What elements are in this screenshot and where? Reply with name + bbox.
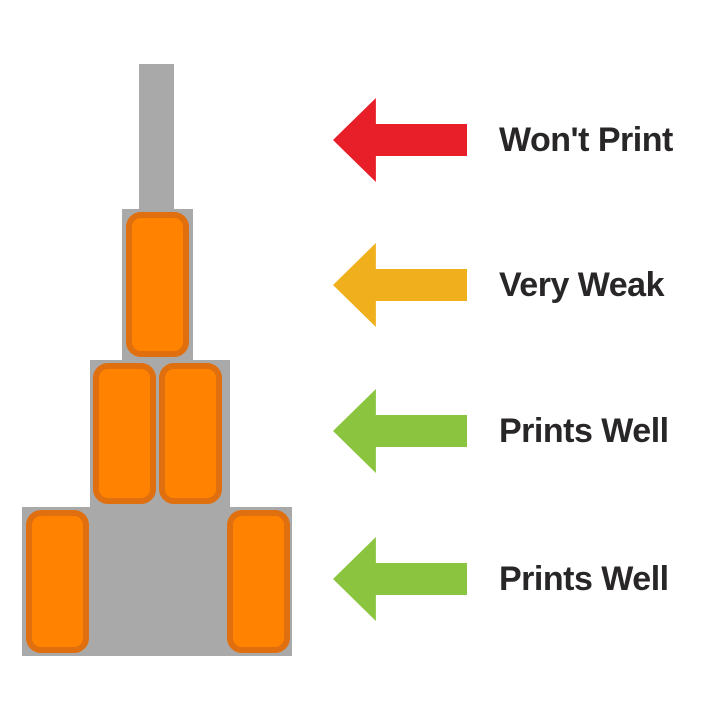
left-arrow-icon <box>333 98 467 182</box>
left-arrow-icon <box>333 389 467 473</box>
annotation-prints-well-2: Prints Well <box>333 537 669 621</box>
left-arrow-icon <box>333 537 467 621</box>
annotation-very-weak: Very Weak <box>333 243 665 327</box>
wall-block-tier3-left <box>93 363 156 504</box>
annotation-label: Prints Well <box>499 411 669 450</box>
left-arrow-icon <box>333 243 467 327</box>
wall-block-base-left <box>26 510 89 653</box>
annotation-wont-print: Won't Print <box>333 98 673 182</box>
annotation-prints-well-1: Prints Well <box>333 389 669 473</box>
annotation-label: Very Weak <box>499 265 665 304</box>
wall-block-tier3-right <box>159 363 222 504</box>
wall-block-base-right <box>227 510 290 653</box>
wall-block-tier2 <box>126 212 189 357</box>
gray-tier-thinnest-spike <box>139 64 174 215</box>
annotation-label: Won't Print <box>499 120 673 159</box>
annotation-label: Prints Well <box>499 559 669 598</box>
